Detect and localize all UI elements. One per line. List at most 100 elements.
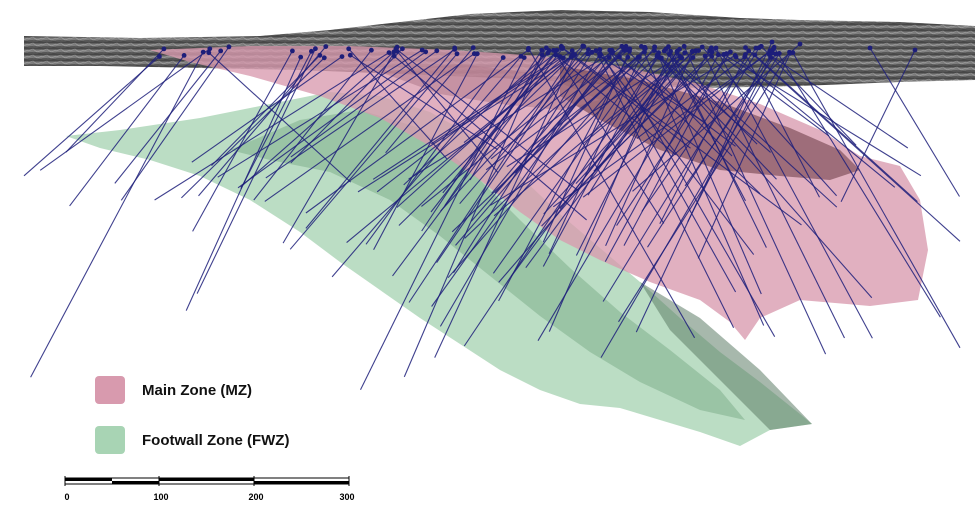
drillhole-trace [30, 51, 204, 378]
legend-label-footwall-zone: Footwall Zone (FWZ) [142, 431, 290, 449]
drillhole-collar [589, 49, 595, 55]
drillhole-trace [745, 47, 961, 242]
drillhole-trace [396, 57, 564, 208]
footwall-zone-solid [66, 92, 812, 446]
drillhole-trace [769, 54, 909, 149]
drillhole-collar [682, 50, 688, 56]
drillhole-collar [609, 50, 615, 56]
drillhole-trace [196, 48, 316, 294]
drillhole-collar [663, 46, 669, 52]
drillhole-collar [699, 44, 705, 50]
drillhole-collar [690, 55, 696, 60]
drillhole-trace [582, 50, 697, 145]
drillhole-collar [728, 49, 733, 55]
drillhole-trace [459, 53, 589, 205]
scale-tick-0: 0 [64, 492, 70, 502]
drillhole-collar [181, 53, 187, 58]
drillhole-collar [606, 55, 612, 60]
drillhole-collar [161, 46, 167, 52]
drillhole-trace [773, 47, 941, 318]
legend-swatch-main-zone [95, 376, 125, 404]
drillhole-collar [452, 47, 458, 52]
drillhole-collar [470, 45, 476, 50]
drillhole-trace [754, 54, 918, 203]
drillhole-collar [639, 44, 644, 49]
drillhole-trace [447, 57, 640, 279]
drillhole-trace [616, 51, 731, 226]
drillhole-trace [528, 48, 696, 339]
drillhole-trace [575, 50, 700, 184]
drillhole-collar [454, 51, 460, 57]
drillhole-collar [652, 44, 658, 50]
drillhole-trace [305, 47, 456, 229]
drillhole-collar [419, 47, 425, 53]
drillhole-collar [696, 48, 701, 53]
drillhole-collar [546, 48, 552, 54]
drillhole-trace [632, 43, 801, 192]
drillhole-trace [623, 53, 727, 246]
drillhole-trace [498, 56, 629, 302]
drillhole-collar [753, 45, 759, 51]
drillhole-trace [373, 53, 478, 251]
drillhole-trace [710, 47, 830, 137]
drillhole-collar [708, 45, 714, 51]
drillhole-collar [518, 53, 524, 59]
drillhole-collar [593, 48, 599, 54]
drillhole-trace [455, 45, 627, 246]
drillhole-trace [641, 47, 757, 212]
drillhole-trace [439, 53, 601, 327]
drillhole-trace [600, 53, 780, 358]
drillhole-collar [321, 55, 327, 61]
drillhole-trace [635, 41, 773, 333]
drillhole-collar [339, 54, 345, 59]
legend-label-main-zone: Main Zone (MZ) [142, 381, 252, 399]
drillhole-trace [760, 45, 857, 146]
drillhole-collar [642, 46, 648, 52]
drillhole-trace [240, 51, 395, 188]
drillhole-collar [668, 48, 673, 54]
drillhole-trace [619, 56, 761, 194]
drillhole-trace [403, 54, 543, 378]
drillhole-trace [65, 48, 165, 153]
drillhole-collar [797, 41, 803, 47]
drillhole-collar [157, 54, 162, 59]
drillhole-trace [39, 48, 211, 171]
drillhole-collar [539, 47, 545, 53]
drillhole-trace [604, 54, 719, 262]
legend-swatch-footwall-zone [95, 426, 125, 454]
drillhole-trace [470, 47, 624, 222]
drillhole-trace [599, 49, 737, 293]
drillhole-trace [331, 55, 522, 278]
drillhole-trace [542, 52, 660, 267]
scale-tick-300: 300 [339, 492, 355, 502]
drillhole-collar [386, 50, 392, 55]
drillhole-collar [560, 45, 565, 51]
drillhole-collar [752, 52, 758, 58]
drillhole-trace [403, 52, 549, 186]
drillhole-trace [582, 50, 771, 198]
drillhole-collar [733, 54, 739, 60]
drillhole-trace [264, 53, 475, 202]
drillhole-collar [471, 51, 477, 57]
drillhole-trace [430, 50, 573, 145]
drillhole-trace [464, 56, 658, 239]
drillhole-trace [392, 48, 563, 277]
drillhole-trace [542, 50, 631, 243]
drillhole-trace [430, 49, 558, 213]
drillhole-collar [323, 44, 329, 49]
drillhole-collar [347, 52, 353, 58]
drillhole-trace [669, 53, 838, 208]
drillhole-trace [792, 52, 961, 349]
scale-tick-200: 200 [248, 492, 264, 502]
drillhole-collar [369, 47, 374, 53]
drillhole-trace [561, 46, 802, 226]
drillhole-collar [434, 48, 440, 54]
drillhole-trace [181, 57, 325, 199]
drillhole-trace [600, 54, 755, 255]
drillhole-trace [282, 46, 398, 244]
drillhole-collar [391, 53, 397, 59]
drillhole-collar [226, 44, 232, 50]
drillhole-trace [548, 47, 646, 255]
drillhole-trace [398, 45, 584, 226]
drillhole-collar [290, 48, 295, 54]
